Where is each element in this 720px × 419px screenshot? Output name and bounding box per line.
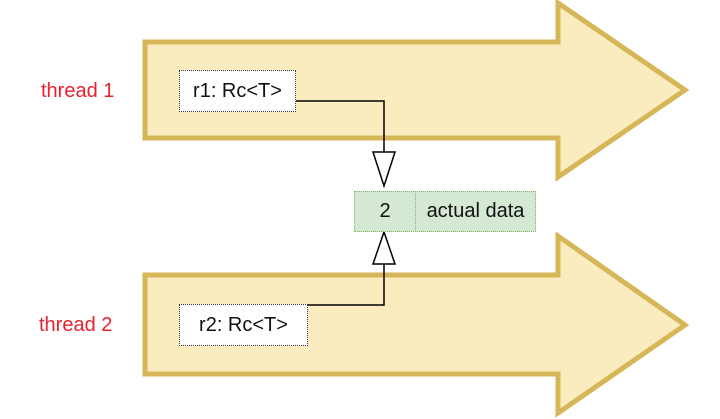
r2-pointer-arrowhead bbox=[371, 229, 397, 265]
thread-2-label: thread 2 bbox=[39, 314, 113, 336]
r1-reference-box: r1: Rc<T> bbox=[179, 70, 296, 112]
r2-pointer-line bbox=[308, 264, 385, 306]
r1-pointer-arrowhead bbox=[371, 151, 397, 189]
thread-2-arrow bbox=[142, 231, 690, 418]
r2-reference-box: r2: Rc<T> bbox=[179, 304, 308, 346]
actual-data-cell: actual data bbox=[415, 191, 536, 232]
reference-count-cell: 2 bbox=[354, 191, 416, 232]
thread-1-label: thread 1 bbox=[41, 80, 115, 102]
thread-1-arrow bbox=[142, 0, 690, 182]
r1-pointer-line bbox=[296, 100, 385, 152]
